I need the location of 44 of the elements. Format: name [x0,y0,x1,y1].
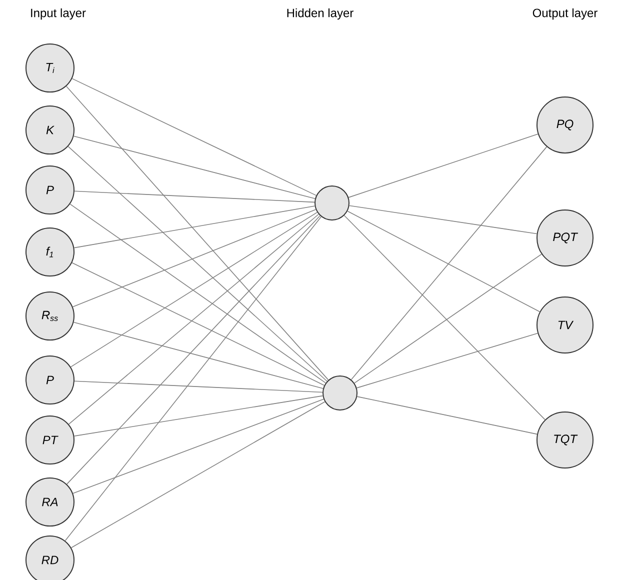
connection-line [70,204,326,384]
connection-line [354,254,542,384]
connection-line [72,262,325,386]
output-neuron: PQT [536,210,594,266]
connection-line [68,214,319,425]
connection-line [66,86,329,380]
hidden-neuron [314,186,350,220]
input-neuron: K [26,106,74,154]
connection-line [73,136,316,199]
connection-line [348,205,538,234]
connection-line [74,380,323,393]
layer-label: Output layer [532,8,598,20]
connection-line [74,206,316,248]
connection-line [348,134,538,198]
output-neuron: TQT [536,412,594,468]
connection-line [72,398,324,494]
connection-line [74,395,324,436]
input-neuron: PT [26,416,74,464]
connection-line [356,396,538,435]
connection-line [73,322,324,389]
connection-line [70,212,318,368]
connection-line [74,190,315,203]
connection-line [356,332,538,388]
input-neuron: f$_{1}$ [26,228,74,276]
input-neuron: P [26,356,74,404]
connection-line [64,216,322,542]
input-neuron: T$_{i}$ [26,44,74,92]
input-neuron: R$_{ss}$ [26,292,74,340]
layer-label: Hidden layer [287,8,354,20]
connection-line [347,210,540,312]
connection-line [68,146,328,382]
connection-line [344,215,546,420]
output-neuron: TV [536,296,594,354]
connection-line [66,215,320,485]
connection-line [350,146,548,380]
input-neuron: RA [26,478,74,526]
connection-line [72,78,317,196]
input-neuron: RD [26,536,74,580]
output-neuron: PQ [536,96,594,154]
connection-line [72,209,316,308]
input-neuron: P [26,166,74,214]
layer-label: Input layer [31,8,86,20]
hidden-neuron [322,376,358,410]
connection-line [70,401,326,548]
